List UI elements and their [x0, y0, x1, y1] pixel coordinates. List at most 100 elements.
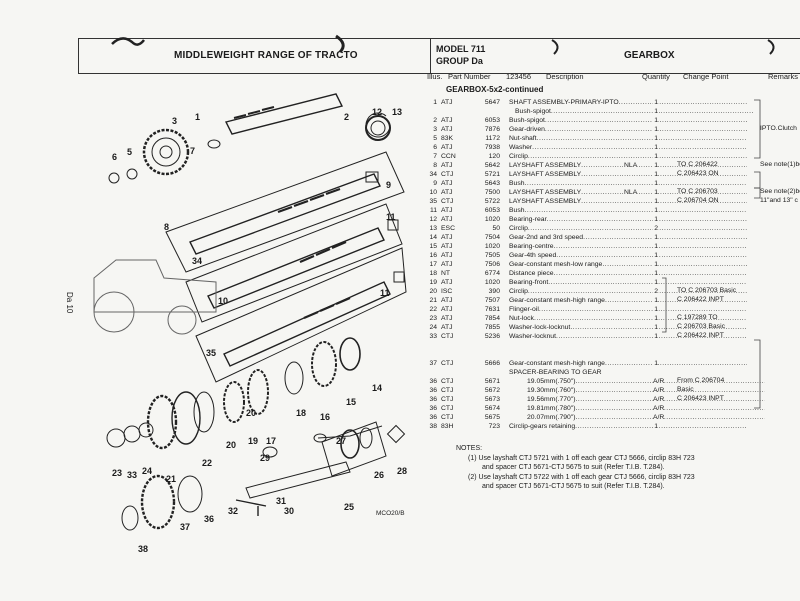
binder-clip-icon [767, 39, 775, 55]
callout-number: 1 [195, 112, 201, 122]
cell-desc: 19.05mm(.750") [527, 377, 765, 386]
cell-qty: 1 [653, 152, 658, 161]
change-point-text: C 206422 INPT [677, 296, 724, 303]
cell-num: 7854 [484, 315, 500, 322]
note-line: (1) Use layshaft CTJ 5721 with 1 off eac… [468, 454, 695, 462]
cell-pfx: ATJ [441, 243, 453, 250]
header-divider [78, 39, 79, 73]
callout-number: 10 [218, 296, 229, 306]
callout-number: 37 [180, 522, 191, 532]
section-title: GEARBOX [624, 50, 675, 61]
cell-num: 5722 [484, 198, 500, 205]
cell-num: 5671 [484, 378, 500, 385]
cell-desc: Bush-spigot [515, 107, 753, 116]
cell-desc: LAYSHAFT ASSEMBLY [509, 197, 747, 206]
cell-no: 12 [429, 216, 437, 223]
cell-num: 5674 [484, 405, 500, 412]
callout-number: 20 [246, 408, 257, 418]
callout-number: 3 [172, 116, 178, 126]
cell-pfx: ATJ [441, 180, 453, 187]
cell-num: 7504 [484, 234, 500, 241]
change-point-text: C 206703 Basic [677, 323, 725, 330]
cell-qty: 1 [653, 107, 658, 116]
change-point-text: C 206704 ON [677, 197, 719, 204]
callout-number: 38 [138, 544, 149, 554]
cell-pfx: CTJ [441, 171, 454, 178]
cell-desc: 20.07mm(.790") [527, 413, 765, 422]
callout-number: 13 [392, 107, 403, 117]
cell-desc: Washer [509, 143, 747, 152]
cell-num: 1020 [484, 279, 500, 286]
cell-pfx: ATJ [441, 279, 453, 286]
callout-number: 12 [372, 107, 383, 117]
change-point-text: C 206422 INPT [677, 332, 724, 339]
cell-no: 13 [429, 225, 437, 232]
note-line: (2) Use layshaft CTJ 5722 with 1 off eac… [468, 473, 695, 481]
cell-desc: Gear-driven [509, 125, 747, 134]
cell-num: 723 [488, 423, 500, 430]
remarks-brackets [754, 99, 761, 409]
cell-num: 7938 [484, 144, 500, 151]
cell-num: 5236 [484, 333, 500, 340]
callout-number: 8 [164, 222, 170, 232]
callout-number: 19 [248, 436, 259, 446]
cell-qty: 1 [653, 305, 658, 314]
cell-desc: Circlip [509, 224, 747, 233]
col-change-point: Change Point [683, 72, 729, 81]
cell-qty: 1 [653, 197, 658, 206]
cell-no: 24 [429, 324, 437, 331]
cell-qty: 1 [653, 134, 658, 143]
cell-no: 36 [429, 414, 437, 421]
cell-desc: Bush [509, 179, 747, 188]
change-point-text: TO C 206422 [677, 161, 718, 168]
callout-number: 32 [228, 506, 239, 516]
change-point-bracket [662, 277, 667, 333]
callout-number: 34 [192, 256, 203, 266]
cell-flag: A/R [653, 377, 665, 386]
cell-no: 6 [433, 144, 437, 151]
callout-number: 20 [226, 440, 237, 450]
cell-num: 5721 [484, 171, 500, 178]
cell-pfx: ATJ [441, 252, 453, 259]
section-subheading: GEARBOX-5x2-continued [446, 85, 544, 94]
cell-no: 8 [433, 162, 437, 169]
cell-qty: 1 [653, 161, 658, 170]
cell-pfx: ATJ [441, 234, 453, 241]
cell-desc: Gear-constant mesh-low range [509, 260, 747, 269]
cell-no: 19 [429, 279, 437, 286]
cell-desc: Nut-lock [509, 314, 747, 323]
cell-no: 17 [429, 261, 437, 268]
col-description: Description [546, 72, 584, 81]
cell-num: 7506 [484, 261, 500, 268]
cell-pfx: ATJ [441, 99, 453, 106]
cell-desc: Distance piece [509, 269, 747, 278]
cell-no: 3 [433, 126, 437, 133]
cell-desc: Circlip [509, 152, 747, 161]
cell-qty: 1 [653, 269, 658, 278]
callout-number: 36 [204, 514, 215, 524]
cell-pfx: CTJ [441, 198, 454, 205]
cell-pfx: ATJ [441, 315, 453, 322]
callout-number: 7 [190, 146, 196, 156]
col-remarks: Remarks [768, 72, 799, 81]
drawing-code: MCO20/B [376, 510, 405, 517]
callout-number: 16 [320, 412, 331, 422]
cell-pfx: CTJ [441, 333, 454, 340]
cell-qty: 1 [653, 206, 658, 215]
cell-pfx: ATJ [441, 261, 453, 268]
remark-text: See note(2)be [760, 188, 800, 195]
cell-no: 7 [433, 153, 437, 160]
cell-pfx: ATJ [441, 117, 453, 124]
cell-desc: Gear-constant mesh-high range [509, 296, 747, 305]
change-point-text: From C 206704 [677, 377, 725, 384]
cell-desc: Flinger-oil [509, 305, 747, 314]
cell-num: 1020 [484, 216, 500, 223]
cell-qty: 1 [653, 278, 658, 287]
cell-no: 16 [429, 252, 437, 259]
cell-num: 5647 [484, 99, 500, 106]
group-name: GROUP Da [436, 56, 483, 66]
cell-desc: LAYSHAFT ASSEMBLY [509, 188, 747, 197]
cell-flag: NLA [624, 161, 638, 170]
cell-desc: Bush [509, 206, 747, 215]
callout-number: 17 [266, 436, 277, 446]
